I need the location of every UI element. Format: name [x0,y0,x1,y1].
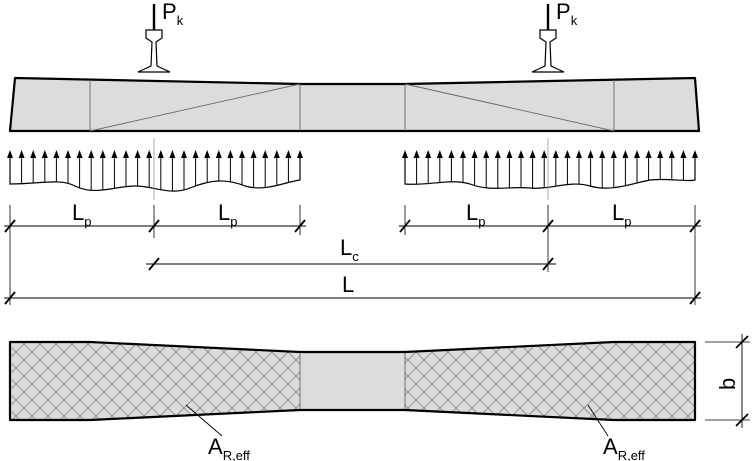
pressure-arrow-head [634,150,640,158]
pressure-arrow-head [30,150,37,158]
dim-lp-label-1: Lp [72,200,91,229]
pressure-arrow-head [192,150,199,158]
pressure-arrow-head [285,150,292,158]
pressure-arrows-right [402,150,698,189]
pressure-arrow-head [657,150,664,158]
dim-b-label: b [715,378,740,390]
dim-lp-label-4: Lp [612,200,631,229]
ballast-pressure-left [7,150,303,192]
pressure-arrow-head [99,150,106,158]
rail-load-left: Pk [137,0,184,73]
pressure-arrow-head [146,150,153,158]
pressure-arrow-head [645,150,652,158]
pressure-arrow-head [250,150,257,158]
pressure-arrow-head [506,150,513,158]
pressure-arrow-head [123,150,129,158]
ballast-pressure-right [402,150,698,189]
rail-profile-icon [531,29,565,73]
pressure-arrow-head [65,150,71,158]
pressure-arrow-head [273,150,280,158]
pressure-arrow-head [622,150,629,158]
pressure-arrow-head [181,150,187,158]
area-left-label: AR,eff [208,434,250,461]
pressure-arrow-head [494,150,501,158]
dim-lp-label-2: Lp [218,200,237,229]
pressure-arrow-head [413,150,420,158]
dim-lc-label: Lc [340,235,359,264]
pressure-arrow-head [436,150,443,158]
pressure-arrow-head [262,150,269,158]
pressure-arrow-head [460,150,466,158]
pressure-arrow-head [111,150,118,158]
pressure-arrow-head [680,150,687,158]
sleeper-elevation [8,76,701,133]
sleeper-internal-lines [89,80,615,132]
pressure-arrow-head [76,150,83,158]
dim-lp-label-3: Lp [466,200,485,229]
sleeper-outline [8,76,701,133]
pressure-arrow-head [425,150,432,158]
load-right-label: Pk [556,0,578,28]
effective-area-left [10,342,300,420]
pressure-arrow-head [7,150,13,158]
pressure-arrow-head [599,150,606,158]
leader-area-right [587,404,609,437]
pressure-arrow-head [88,150,95,158]
pressure-arrow-head [18,150,25,158]
rail-profile-icon [137,29,171,73]
effective-area-right [405,342,695,420]
area-right-label: AR,eff [603,434,645,461]
pressure-curve-right [404,152,696,189]
pressure-arrow-head [402,150,408,158]
pressure-arrow-head [134,150,141,158]
pressure-arrow-head [541,150,548,158]
pressure-arrow-head [41,150,48,158]
plan-outline [8,340,697,422]
pressure-arrow-head [227,150,234,158]
pressure-arrow-head [552,150,559,158]
dim-b [705,334,750,428]
pressure-arrow-head [215,150,222,158]
leader-area-left [185,404,223,437]
pressure-arrow-head [576,150,582,158]
pressure-arrow-head [297,150,303,158]
pressure-arrow-head [518,150,524,158]
pressure-arrow-head [483,150,490,158]
sleeper-plan [8,340,697,422]
rail-load-right: Pk [531,0,578,73]
pressure-arrow-head [610,150,617,158]
dim-l-label: L [342,272,354,297]
load-left-label: Pk [162,0,184,28]
pressure-arrow-head [157,150,164,158]
pressure-arrow-head [239,150,245,158]
pressure-arrow-head [204,150,211,158]
pressure-arrow-head [668,150,675,158]
pressure-arrow-head [448,150,455,158]
dimension-lines [4,205,701,305]
pressure-arrow-head [471,150,478,158]
pressure-arrow-head [587,150,594,158]
pressure-arrow-head [53,150,60,158]
pressure-arrow-head [169,150,176,158]
pressure-arrow-head [529,150,536,158]
center-section [300,352,405,410]
pressure-arrow-head [564,150,571,158]
pressure-arrows-left [7,150,303,192]
pressure-curve-left [9,152,301,192]
pressure-arrow-head [692,150,698,158]
